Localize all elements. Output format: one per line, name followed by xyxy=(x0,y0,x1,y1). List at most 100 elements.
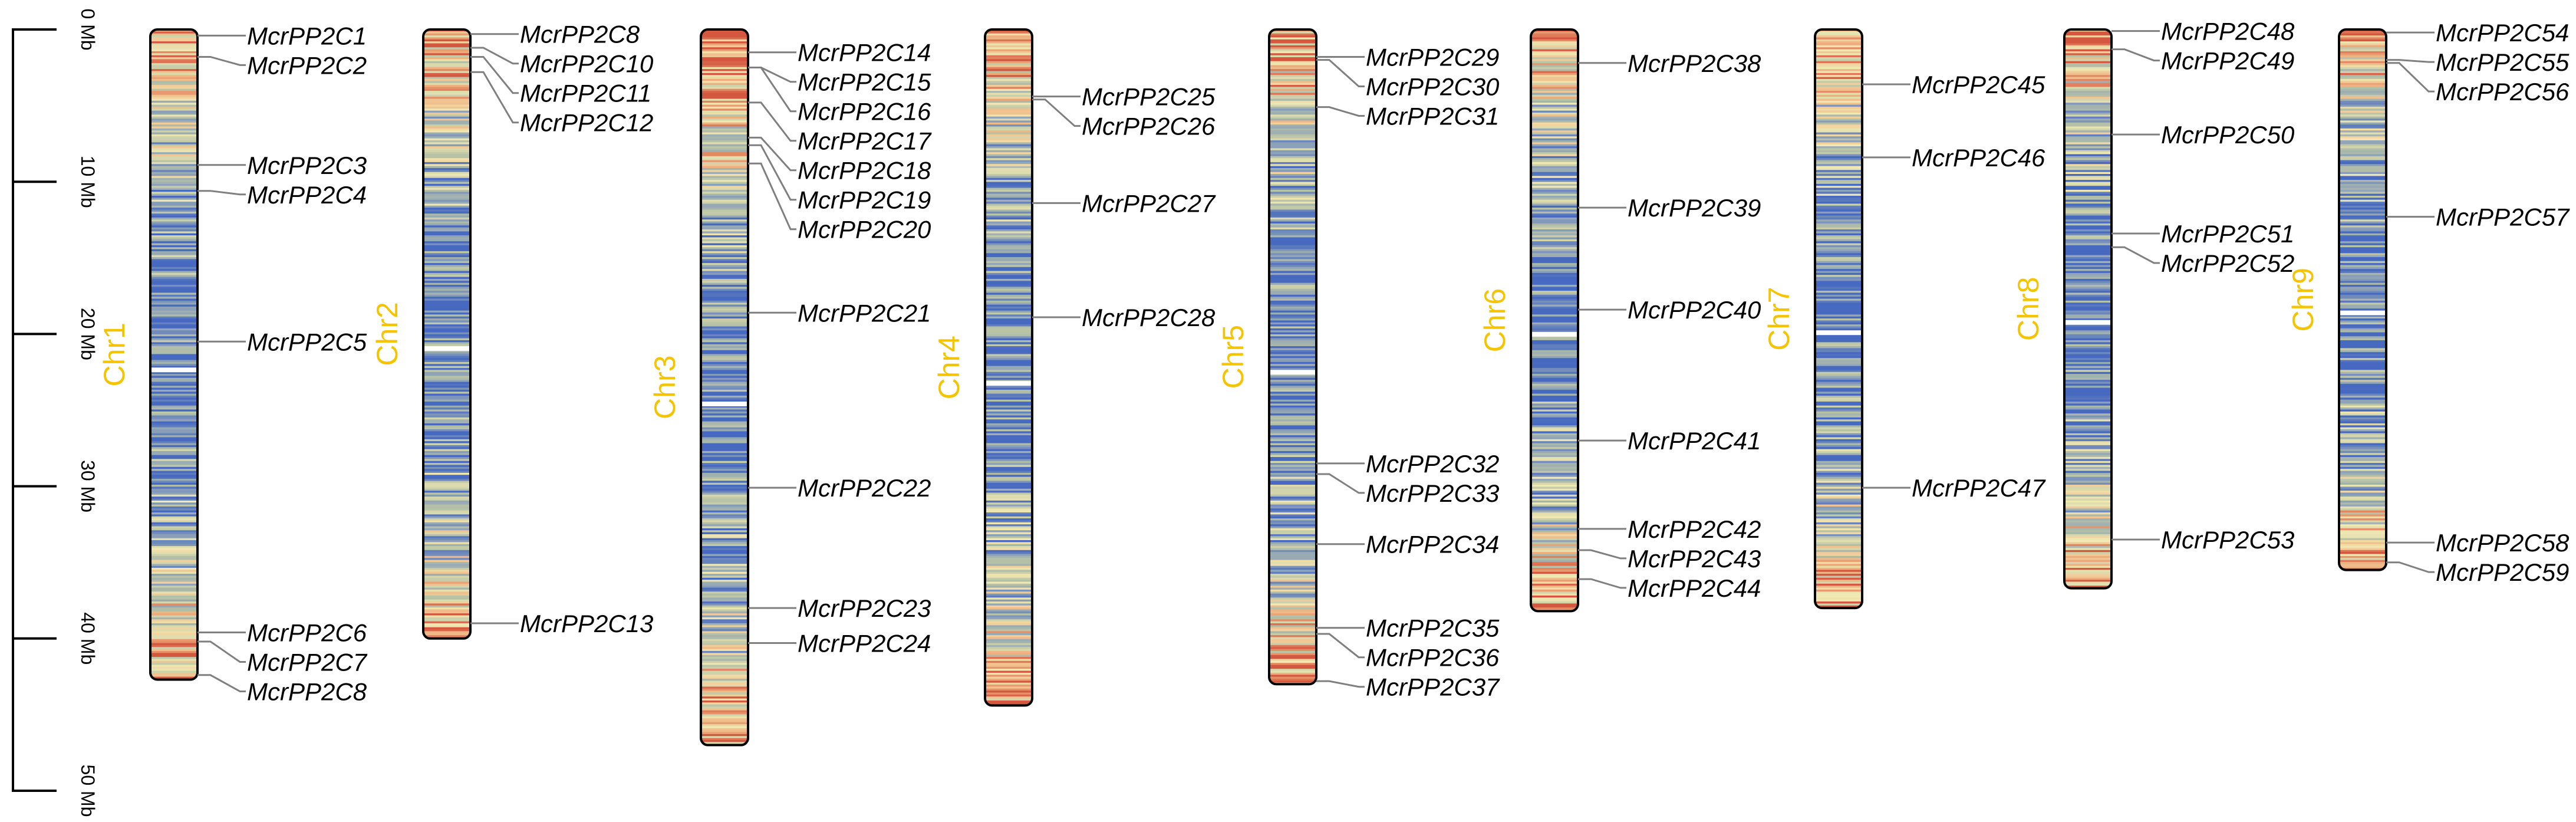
density-band xyxy=(701,356,748,359)
density-band xyxy=(150,53,197,56)
density-band xyxy=(985,491,1032,494)
density-band xyxy=(150,202,197,204)
density-band xyxy=(150,167,197,170)
density-band xyxy=(1269,397,1316,400)
density-band xyxy=(423,249,470,252)
density-band xyxy=(701,73,748,75)
density-band xyxy=(985,676,1032,679)
density-band xyxy=(150,571,197,574)
density-band xyxy=(2064,47,2111,50)
density-band xyxy=(1815,176,1862,179)
density-band xyxy=(701,413,748,416)
chromosome-label: Chr5 xyxy=(1217,325,1250,389)
density-band xyxy=(150,281,197,284)
density-band xyxy=(985,409,1032,412)
density-band xyxy=(150,451,197,453)
density-band xyxy=(150,660,197,663)
density-band xyxy=(2339,136,2386,139)
density-band xyxy=(2339,360,2386,363)
density-band xyxy=(2064,55,2111,58)
density-band xyxy=(985,631,1032,634)
density-band xyxy=(1815,261,1862,264)
density-band xyxy=(2339,142,2386,145)
density-band xyxy=(423,243,470,246)
density-band xyxy=(985,71,1032,74)
density-band xyxy=(2064,393,2111,396)
density-band xyxy=(985,318,1032,321)
density-band xyxy=(150,641,197,644)
density-band xyxy=(985,508,1032,511)
density-band xyxy=(701,87,748,90)
density-band xyxy=(701,481,748,484)
density-band xyxy=(701,532,748,535)
density-band xyxy=(985,492,1032,495)
density-band xyxy=(423,245,470,248)
density-band xyxy=(1269,177,1316,180)
density-band xyxy=(985,158,1032,161)
density-band xyxy=(150,564,197,567)
chromosome-label: Chr7 xyxy=(1763,287,1796,350)
density-band xyxy=(985,532,1032,535)
density-band xyxy=(1815,526,1862,529)
density-band xyxy=(1815,377,1862,380)
density-band xyxy=(985,595,1032,598)
density-band xyxy=(2064,154,2111,157)
density-band xyxy=(2064,437,2111,440)
density-band xyxy=(1531,195,1578,198)
density-band xyxy=(2339,564,2386,567)
density-band xyxy=(1531,555,1578,558)
density-band xyxy=(150,225,197,228)
density-band xyxy=(150,591,197,594)
density-band xyxy=(423,512,470,515)
density-band xyxy=(2064,574,2111,577)
density-band xyxy=(985,429,1032,432)
density-band xyxy=(150,342,197,345)
density-band xyxy=(985,84,1032,87)
density-band xyxy=(150,589,197,592)
density-band xyxy=(1269,580,1316,583)
chromosome-outline xyxy=(1530,28,1579,613)
density-band xyxy=(423,237,470,240)
density-band xyxy=(2339,130,2386,133)
density-band xyxy=(1815,481,1862,484)
density-gap xyxy=(1815,330,1862,336)
density-band xyxy=(985,528,1032,531)
density-band xyxy=(1531,405,1578,408)
density-band xyxy=(423,504,470,507)
density-band xyxy=(2339,35,2386,38)
density-band xyxy=(985,73,1032,75)
density-band xyxy=(1531,461,1578,463)
density-band xyxy=(2339,526,2386,529)
density-band xyxy=(1269,392,1316,394)
density-band xyxy=(150,611,197,614)
density-band xyxy=(150,613,197,616)
density-band xyxy=(1269,257,1316,259)
density-band xyxy=(150,318,197,321)
density-band xyxy=(1269,120,1316,123)
density-band xyxy=(423,203,470,206)
density-band xyxy=(701,310,748,313)
density-band xyxy=(1269,629,1316,632)
density-band xyxy=(2339,243,2386,246)
density-band xyxy=(701,160,748,163)
density-band xyxy=(1815,354,1862,357)
density-band xyxy=(2339,202,2386,204)
density-band xyxy=(701,37,748,40)
density-band xyxy=(150,326,197,329)
density-band xyxy=(1815,33,1862,36)
density-band xyxy=(985,405,1032,408)
density-band xyxy=(2064,478,2111,481)
density-band xyxy=(2064,550,2111,553)
density-band xyxy=(2339,282,2386,285)
density-band xyxy=(1815,593,1862,596)
density-band xyxy=(2339,235,2386,238)
density-band xyxy=(423,382,470,384)
density-band xyxy=(1531,475,1578,478)
density-band xyxy=(2064,492,2111,495)
density-band xyxy=(701,526,748,529)
density-band xyxy=(150,586,197,588)
density-band xyxy=(985,550,1032,553)
density-band xyxy=(2339,152,2386,155)
density-band xyxy=(1269,186,1316,189)
density-band xyxy=(1531,61,1578,64)
